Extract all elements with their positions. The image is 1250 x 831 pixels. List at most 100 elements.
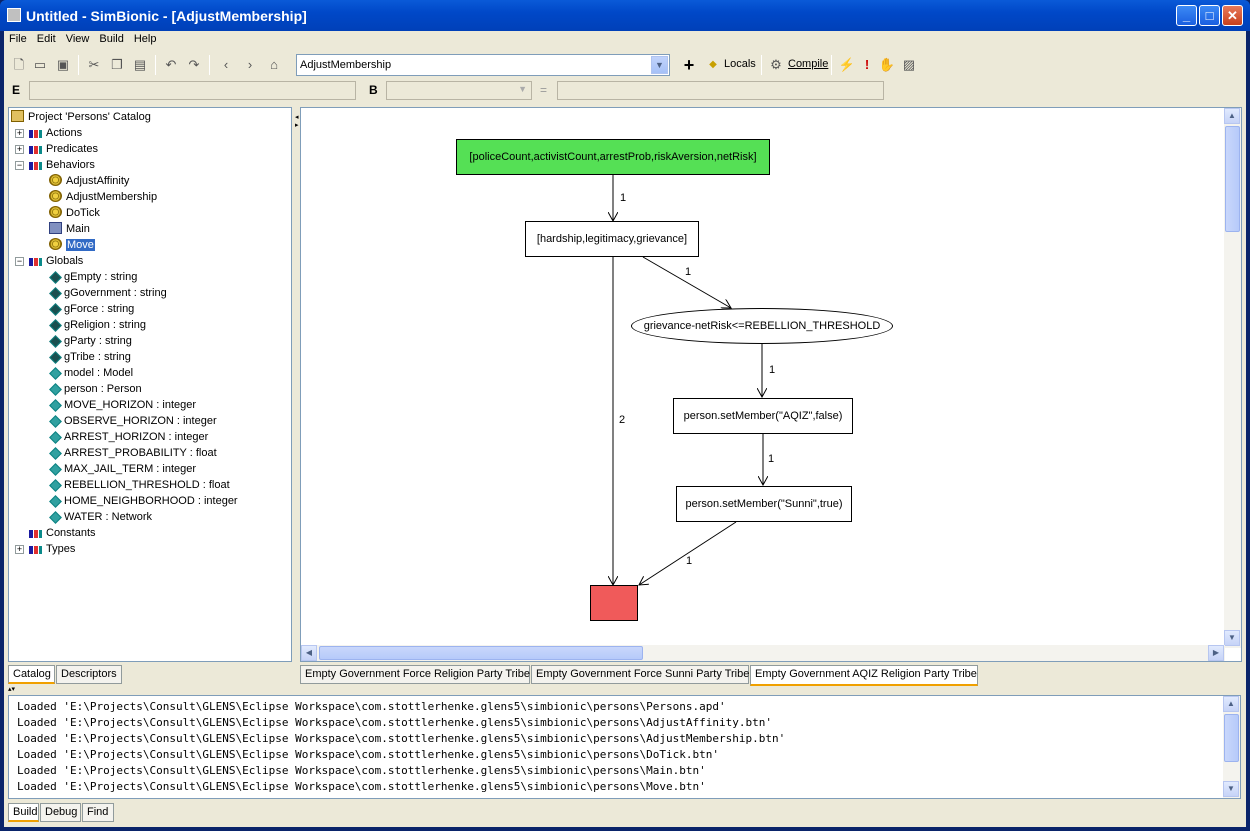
tree-label: Globals [46,255,84,267]
splitter-arrow-icon[interactable]: ◂▸ [295,114,299,129]
tree-root[interactable]: Project 'Persons' Catalog [11,109,151,125]
scroll-thumb[interactable] [1225,126,1240,232]
run-icon[interactable]: ⚡ [838,57,856,72]
tree-item-global[interactable]: REBELLION_THRESHOLD : float [49,477,230,493]
tree-item-global[interactable]: gForce : string [49,301,134,317]
forward-icon[interactable]: › [247,57,253,72]
tab-canvas[interactable]: Empty Government Force Religion Party Tr… [300,665,530,684]
edge-n2-cond[interactable] [642,256,731,308]
tree-item-global[interactable]: ARREST_HORIZON : integer [49,429,208,445]
redo-icon[interactable]: ↷ [188,57,200,72]
tab-canvas-active[interactable]: Empty Government AQIZ Religion Party Tri… [750,665,978,686]
tree-item-globals[interactable]: Globals [29,253,83,269]
tree-item-global[interactable]: gParty : string [49,333,132,349]
tree-item-behavior[interactable]: Main [49,221,90,237]
condition-node[interactable]: grievance-netRisk<=REBELLION_THRESHOLD [631,308,893,344]
tree-item-global[interactable]: HOME_NEIGHBORHOOD : integer [49,493,238,509]
tree-item-global[interactable]: model : Model [49,365,133,381]
project-icon [11,110,24,122]
tree-item-behavior[interactable]: DoTick [49,205,100,221]
behavior-select[interactable]: AdjustMembership ▼ [296,54,670,76]
copy-icon[interactable]: ❐ [111,57,123,72]
scroll-up-icon[interactable]: ▲ [1223,696,1239,712]
expand-types[interactable]: + [15,544,24,554]
close-button[interactable]: ✕ [1222,5,1243,26]
edge-a2-end[interactable] [639,521,737,585]
canvas-horizontal-scrollbar[interactable]: ◀ ▶ [301,645,1225,661]
open-icon[interactable]: ▭ [33,57,47,72]
maximize-button[interactable]: □ [1199,5,1220,26]
tree-item-global[interactable]: gReligion : string [49,317,146,333]
tree-item-global[interactable]: gEmpty : string [49,269,137,285]
tree-item-global[interactable]: person : Person [49,381,142,397]
scroll-thumb[interactable] [319,646,643,660]
tab-build[interactable]: Build [8,803,39,822]
tree-item-behavior[interactable]: AdjustAffinity [49,173,129,189]
scroll-right-icon[interactable]: ▶ [1208,645,1224,661]
home-icon[interactable]: ⌂ [270,57,278,72]
scroll-down-icon[interactable]: ▼ [1224,630,1240,646]
chevron-down-icon[interactable]: ▼ [651,56,668,74]
menu-build[interactable]: Build [99,33,124,45]
save-icon[interactable]: ▣ [56,57,70,72]
tab-descriptors[interactable]: Descriptors [56,665,122,684]
menu-edit[interactable]: Edit [36,33,56,45]
alert-icon[interactable]: ! [864,57,870,72]
canvas-vertical-scrollbar[interactable]: ▲ ▼ [1224,108,1241,648]
e-field[interactable] [29,81,356,100]
end-node[interactable] [590,585,638,621]
start-node[interactable]: [policeCount,activistCount,arrestProb,ri… [456,139,770,175]
scroll-thumb[interactable] [1224,714,1239,762]
compile-button[interactable]: Compile [788,58,829,70]
value-field[interactable] [557,81,884,100]
expand-actions[interactable]: + [15,128,24,138]
tree-item-global[interactable]: gGovernment : string [49,285,167,301]
tree-item-behaviors[interactable]: Behaviors [29,157,95,173]
rectangle-node[interactable]: [hardship,legitimacy,grievance] [525,221,699,257]
action-node[interactable]: person.setMember("Sunni",true) [676,486,852,522]
expand-predicates[interactable]: + [15,144,24,154]
locals-button[interactable]: Locals [724,58,756,70]
new-project-icon[interactable]: 🗋 [13,57,25,72]
tab-catalog[interactable]: Catalog [8,665,55,684]
back-icon[interactable]: ‹ [223,57,229,72]
cut-icon[interactable]: ✂ [88,57,100,72]
scroll-up-icon[interactable]: ▲ [1224,108,1240,124]
tree-item-global[interactable]: MAX_JAIL_TERM : integer [49,461,196,477]
collapse-globals[interactable]: − [15,256,24,266]
scroll-left-icon[interactable]: ◀ [301,645,317,661]
tree-item-global[interactable]: MOVE_HORIZON : integer [49,397,196,413]
tab-canvas[interactable]: Empty Government Force Sunni Party Tribe [531,665,749,684]
tree-item-constants[interactable]: Constants [29,525,96,541]
tab-find[interactable]: Find [82,803,114,822]
behavior-canvas[interactable]: [policeCount,activistCount,arrestProb,ri… [300,107,1242,662]
tree-item-behavior-selected[interactable]: Move [49,237,95,253]
minimize-button[interactable]: _ [1176,5,1197,26]
menu-view[interactable]: View [65,33,90,45]
add-icon[interactable]: + [683,55,695,75]
tree-item-types[interactable]: Types [29,541,75,557]
action-node[interactable]: person.setMember("AQIZ",false) [673,398,853,434]
scroll-down-icon[interactable]: ▼ [1223,781,1239,797]
tab-debug[interactable]: Debug [40,803,81,822]
presentation-icon[interactable]: ▨ [902,57,916,72]
splitter-arrow-icon[interactable]: ▴▾ [8,686,16,693]
horizontal-splitter[interactable]: ▴▾ [4,686,1246,695]
collapse-behaviors[interactable]: − [15,160,24,170]
menu-help[interactable]: Help [133,33,157,45]
hand-icon[interactable]: ✋ [878,57,896,72]
tree-item-behavior[interactable]: AdjustMembership [49,189,157,205]
tree-item-global[interactable]: OBSERVE_HORIZON : integer [49,413,217,429]
tree-item-predicates[interactable]: Predicates [29,141,98,157]
paste-icon[interactable]: ▤ [133,57,147,72]
title-bar[interactable]: Untitled - SimBionic - [AdjustMembership… [0,0,1250,31]
tree-item-global[interactable]: ARREST_PROBABILITY : float [49,445,217,461]
tree-item-global[interactable]: gTribe : string [49,349,131,365]
undo-icon[interactable]: ↶ [165,57,177,72]
vertical-splitter[interactable]: ◂▸ [294,107,300,689]
log-vertical-scrollbar[interactable]: ▲ ▼ [1223,696,1240,798]
tree-item-actions[interactable]: Actions [29,125,82,141]
b-select[interactable]: ▼ [386,81,532,100]
menu-file[interactable]: File [9,33,27,45]
tree-item-global[interactable]: WATER : Network [49,509,152,525]
